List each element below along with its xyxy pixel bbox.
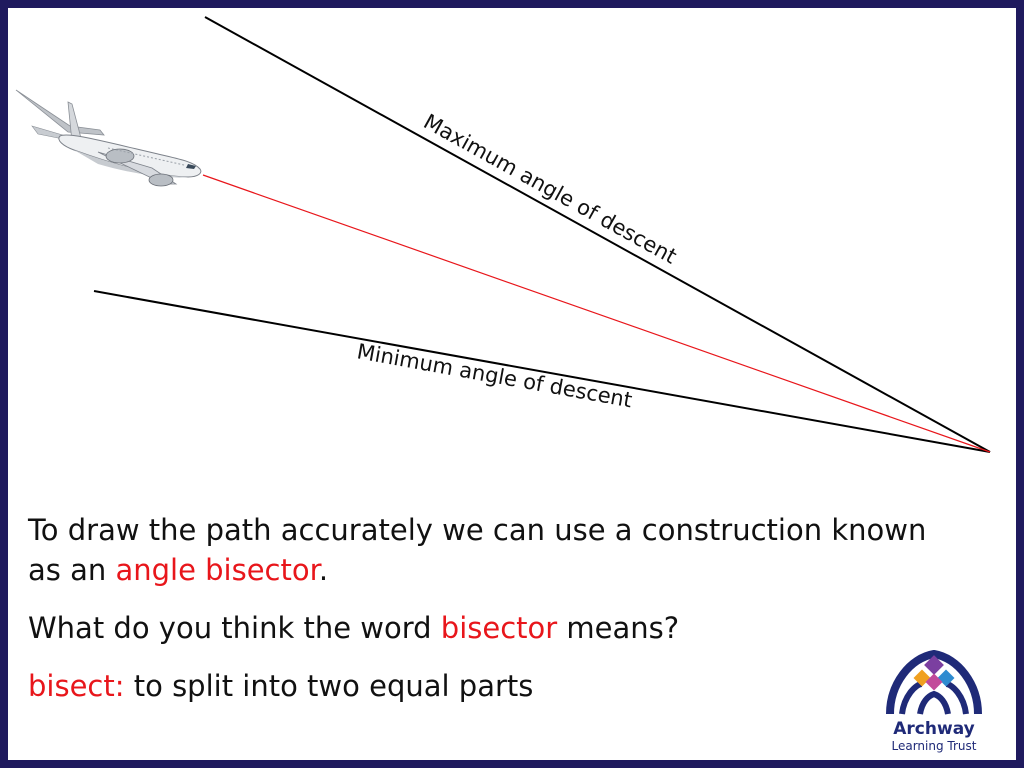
minimum-angle-label: Minimum angle of descent	[355, 339, 634, 412]
logo-subtitle: Learning Trust	[892, 739, 977, 753]
explanation-line-1: To draw the path accurately we can use a…	[28, 510, 926, 550]
maximum-descent-line	[204, 16, 991, 453]
minimum-descent-line	[93, 290, 991, 453]
question-prefix: What do you think the word	[28, 611, 441, 645]
explanation-text-prefix: as an	[28, 553, 116, 587]
archway-logo: Archway Learning Trust	[886, 649, 982, 753]
question-line: What do you think the word bisector mean…	[28, 608, 679, 648]
question-suffix: means?	[557, 611, 680, 645]
explanation-text: To draw the path accurately we can use a…	[28, 513, 927, 547]
explanation-line-2: as an angle bisector.	[28, 550, 328, 590]
definition-term: bisect:	[28, 669, 125, 703]
bisector-line	[202, 174, 991, 453]
angle-bisector-term: angle bisector	[115, 553, 319, 587]
logo-name: Archway	[893, 719, 974, 739]
definition-line: bisect: to split into two equal parts	[28, 666, 533, 706]
airplane-icon	[15, 89, 202, 187]
explanation-text-suffix: .	[318, 553, 329, 587]
definition-text: to split into two equal parts	[124, 669, 534, 703]
bisector-term: bisector	[440, 611, 558, 645]
maximum-angle-label: Maximum angle of descent	[420, 109, 681, 268]
descent-diagram: Maximum angle of descent Minimum angle o…	[15, 16, 991, 453]
